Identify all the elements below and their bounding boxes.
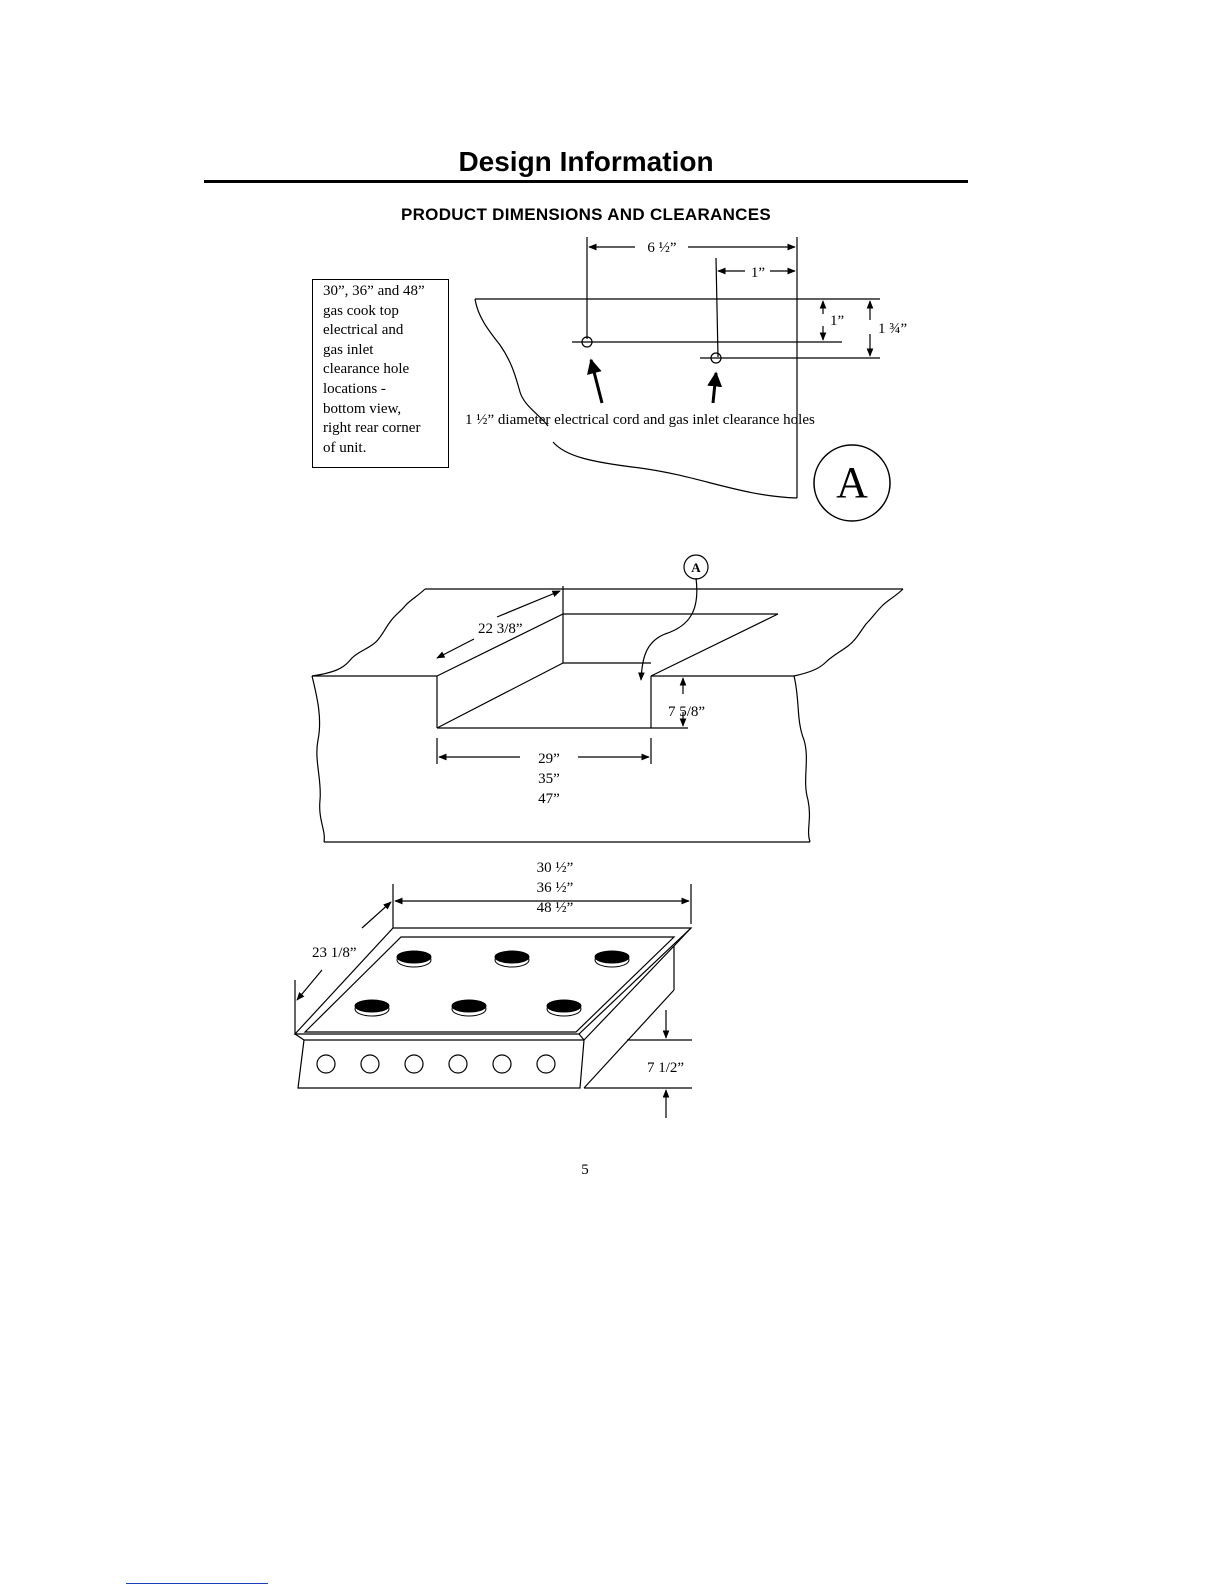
dim-arrow xyxy=(496,590,561,618)
control-knobs xyxy=(316,1054,556,1074)
dim-arrow xyxy=(296,969,323,1001)
dim-arrow xyxy=(436,638,475,659)
dim-arrow xyxy=(361,901,392,929)
cooktop-width-36: 36 ½” xyxy=(537,880,574,896)
cooktop-right-edge xyxy=(673,927,692,947)
callout-line: bottom view, xyxy=(323,400,402,417)
panel-edge xyxy=(578,1033,585,1041)
dim-label-22-3-8: 22 3/8” xyxy=(478,621,523,637)
cutout-marker-a xyxy=(683,554,709,580)
heading-divider xyxy=(204,180,968,183)
callout-line: gas inlet xyxy=(323,341,374,358)
knob-icon xyxy=(404,1054,424,1074)
knob-icon xyxy=(360,1054,380,1074)
callout-line: 30”, 36” and 48” xyxy=(323,283,425,299)
detail-a-drawing xyxy=(474,237,891,522)
leader-arrow xyxy=(707,371,723,404)
callout-line: of unit. xyxy=(323,439,367,456)
cooktop-right-bottom xyxy=(583,989,675,1089)
callout-line: right rear corner xyxy=(323,420,421,437)
burner-icon xyxy=(396,950,432,968)
knob-icon xyxy=(448,1054,468,1074)
callout-line: gas cook top xyxy=(323,302,399,319)
cutout-width-35: 35” xyxy=(538,771,560,787)
cooktop-width-30: 30 ½” xyxy=(537,860,574,876)
burners xyxy=(354,950,630,1017)
dim-label-7-5-8: 7 5/8” xyxy=(668,704,705,720)
counter-cutout-drawing xyxy=(311,554,904,843)
counter-left-break xyxy=(311,588,426,677)
counter-right-break xyxy=(793,588,904,677)
cooktop-width-48: 48 ½” xyxy=(537,900,574,916)
dim-label-23-1-8: 23 1/8” xyxy=(312,945,357,961)
cooktop-front-panel xyxy=(297,1039,585,1089)
cooktop-top-inner xyxy=(303,936,676,1033)
knob-icon xyxy=(316,1054,336,1074)
burner-icon xyxy=(546,999,582,1017)
extension-line xyxy=(715,257,719,358)
detail-a-marker xyxy=(813,444,891,522)
cutout-opening xyxy=(436,613,779,677)
footnote-separator xyxy=(126,1583,268,1584)
dim-label-1-horizontal: 1” xyxy=(751,265,765,281)
cooktop-drawing xyxy=(293,884,693,1118)
page-number: 5 xyxy=(581,1162,589,1178)
burner-icon xyxy=(594,950,630,968)
callout-line: clearance hole xyxy=(323,361,410,378)
page-heading: Design Information xyxy=(458,146,714,177)
dim-label-6-half: 6 ½” xyxy=(647,240,676,256)
burner-icon xyxy=(354,999,390,1017)
hole-location-callout: 30”, 36” and 48” gas cook top electrical… xyxy=(312,279,449,468)
callout-line: electrical and xyxy=(323,322,404,339)
cooktop-right-edge xyxy=(583,945,675,1041)
burner-icon xyxy=(451,999,487,1017)
cabinet-right-side xyxy=(793,675,811,843)
dim-label-1-vertical: 1” xyxy=(830,313,844,329)
marker-leader xyxy=(638,577,698,681)
cabinet-left-side xyxy=(311,675,325,843)
clearance-hole xyxy=(710,352,722,364)
cutout-marker-letter: A xyxy=(691,560,701,575)
cutout-width-47: 47” xyxy=(538,791,560,807)
clearance-hole xyxy=(581,336,593,348)
hole-label: 1 ½” diameter electrical cord and gas in… xyxy=(465,412,815,428)
detail-a-break-line xyxy=(552,441,798,499)
dim-label-7-1-2: 7 1/2” xyxy=(647,1060,684,1076)
panel-edge xyxy=(294,1033,305,1041)
burner-icon xyxy=(494,950,530,968)
section-subheading: PRODUCT DIMENSIONS AND CLEARANCES xyxy=(400,205,772,224)
knob-icon xyxy=(492,1054,512,1074)
knob-icon xyxy=(536,1054,556,1074)
detail-a-letter: A xyxy=(836,458,868,507)
leader-arrow xyxy=(587,358,604,404)
detail-a-break-line xyxy=(474,298,549,427)
callout-line: locations - xyxy=(323,380,386,397)
cooktop-top-outer xyxy=(293,927,693,1035)
cutout-width-29: 29” xyxy=(538,751,560,767)
dim-label-1-three-quarter: 1 ¾” xyxy=(878,321,907,337)
cutout-floor-diagonal xyxy=(436,662,564,729)
